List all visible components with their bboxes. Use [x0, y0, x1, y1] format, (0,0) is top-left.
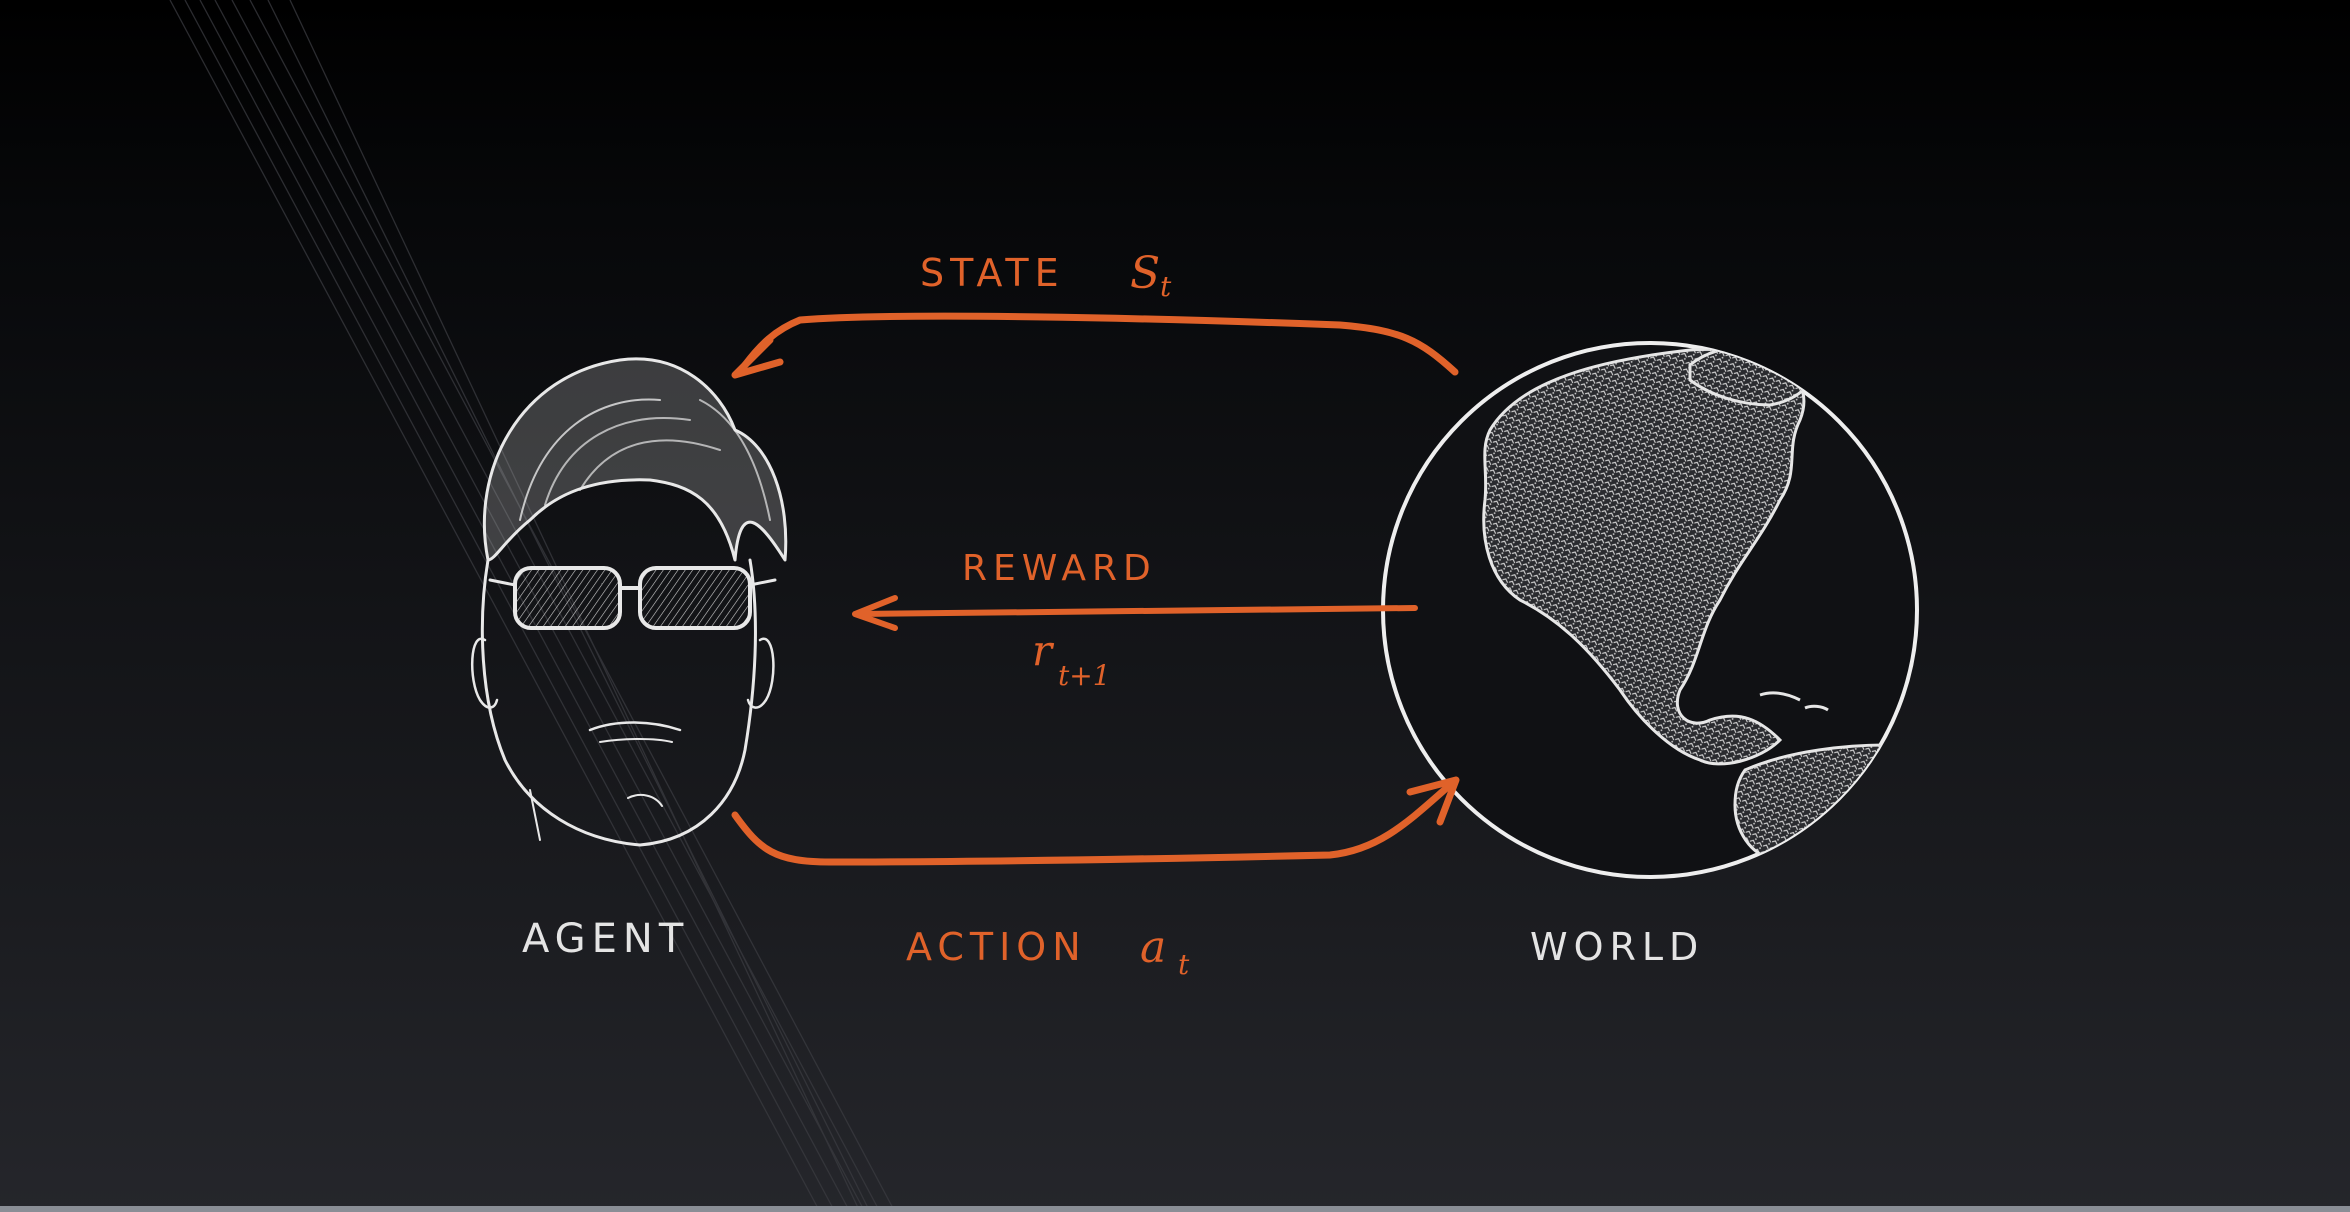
action-arrow	[731, 781, 1454, 866]
state-subscript: t	[1160, 270, 1172, 303]
arrows	[731, 312, 1460, 866]
agent-label: AGENT	[522, 916, 689, 962]
reward-subscript: t+1	[1058, 659, 1111, 692]
state-label: STATE	[920, 251, 1065, 295]
bottom-border	[0, 1206, 2350, 1212]
reward-arrow	[857, 605, 1418, 617]
reward-label-group: REWARD r t+1	[962, 548, 1157, 692]
glasses-left-lens	[513, 566, 622, 630]
action-label-group: ACTION a t	[906, 922, 1190, 981]
action-label: ACTION	[906, 925, 1087, 969]
state-symbol: S	[1130, 248, 1160, 299]
reward-symbol: r	[1032, 626, 1055, 675]
reward-label: REWARD	[962, 548, 1157, 589]
state-arrowhead	[731, 336, 784, 379]
action-subscript: t	[1178, 948, 1190, 981]
agent-face-outline	[480, 558, 757, 847]
action-arrowhead	[1406, 776, 1460, 826]
glasses-right-lens	[638, 566, 752, 630]
state-arrow	[741, 312, 1459, 376]
earth-globe-icon	[1381, 341, 1919, 879]
state-label-group: STATE S t	[920, 248, 1172, 303]
agent-hair	[482, 357, 788, 562]
action-symbol: a	[1140, 922, 1166, 973]
reward-arrowhead	[852, 595, 898, 631]
world-label: WORLD	[1530, 925, 1704, 969]
agent-face-icon	[471, 357, 788, 847]
